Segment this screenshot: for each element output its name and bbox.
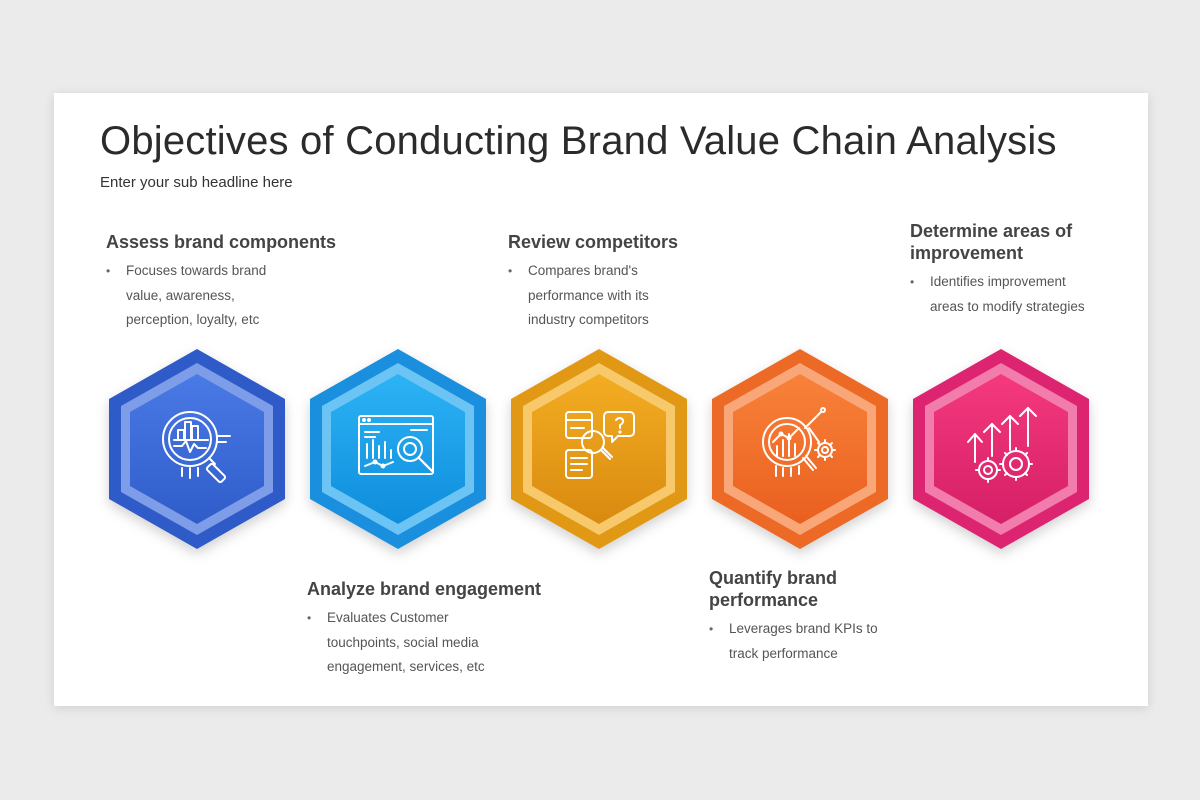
objective-bullet: Evaluates Customer touchpoints, social m… bbox=[307, 606, 507, 680]
slide: Objectives of Conducting Brand Value Cha… bbox=[54, 93, 1148, 706]
objective-heading: Analyze brand engagement bbox=[307, 579, 542, 599]
page-title: Objectives of Conducting Brand Value Cha… bbox=[100, 119, 1057, 163]
hexagon-competitors bbox=[508, 346, 690, 552]
objective-heading: Quantify brand performance bbox=[709, 568, 838, 610]
objective-text-1: Assess brand components Focuses towards … bbox=[106, 231, 346, 333]
compare-documents-icon bbox=[565, 411, 635, 479]
hexagon-improvement bbox=[910, 346, 1092, 552]
page-subtitle: Enter your sub headline here bbox=[100, 174, 293, 191]
objective-bullet: Compares brand's performance with its in… bbox=[508, 259, 668, 333]
objective-bullet: Identifies improvement areas to modify s… bbox=[910, 270, 1100, 319]
hexagon-performance bbox=[709, 346, 891, 552]
growth-gears-icon bbox=[967, 407, 1037, 483]
kpi-gear-icon bbox=[762, 407, 836, 477]
objective-heading: Assess brand components bbox=[106, 232, 337, 252]
objective-text-5: Determine areas of improvement Identifie… bbox=[910, 220, 1110, 319]
objective-text-3: Review competitors Compares brand's perf… bbox=[508, 231, 728, 333]
objective-bullet: Leverages brand KPIs to track performanc… bbox=[709, 617, 899, 666]
objective-heading: Determine areas of improvement bbox=[910, 221, 1073, 263]
objective-bullet: Focuses towards brand value, awareness, … bbox=[106, 259, 296, 333]
hexagon-engagement bbox=[307, 346, 489, 552]
objective-heading: Review competitors bbox=[508, 232, 679, 252]
hexagon-assess bbox=[106, 346, 288, 552]
objective-text-4: Quantify brand performance Leverages bra… bbox=[709, 567, 899, 666]
magnifier-chart-icon bbox=[162, 411, 231, 484]
objective-text-2: Analyze brand engagement Evaluates Custo… bbox=[307, 578, 557, 680]
dashboard-analysis-icon bbox=[358, 415, 434, 475]
